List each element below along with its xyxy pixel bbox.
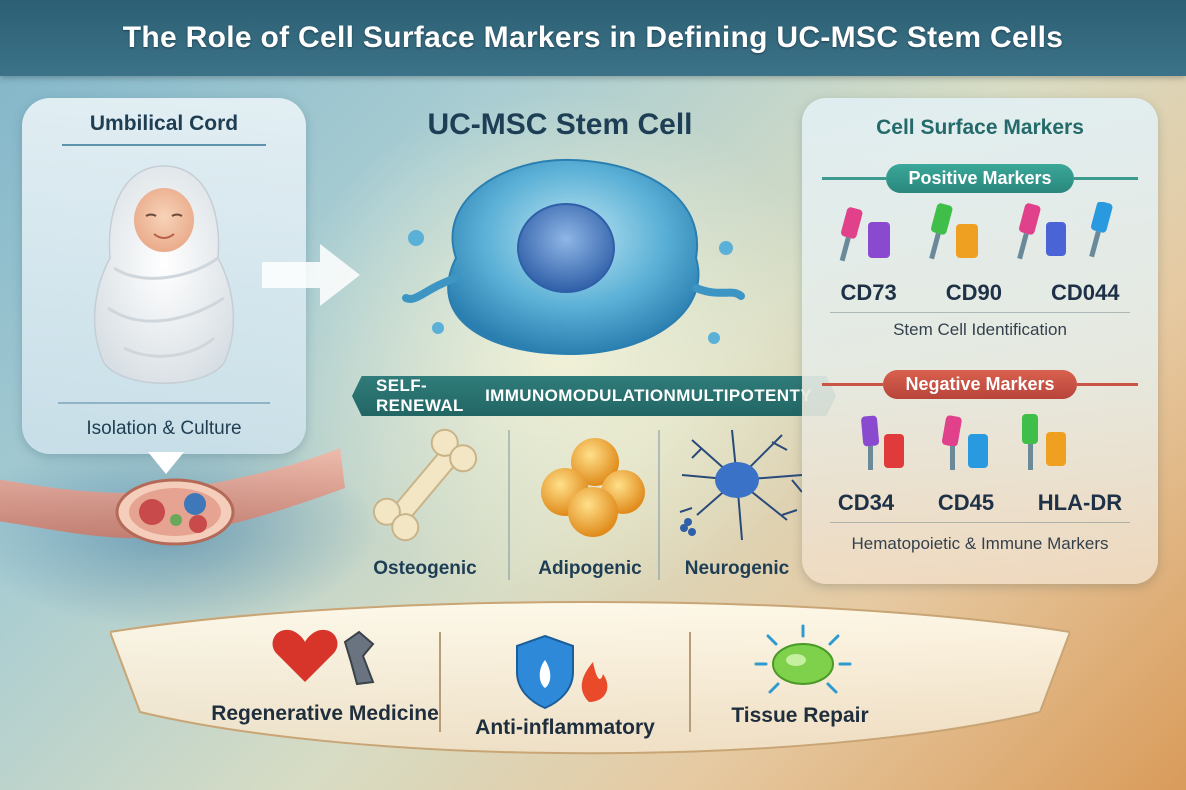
- adipogenic-item: Adipogenic: [515, 420, 665, 590]
- marker-cd34-icon: [861, 415, 904, 470]
- divider: [62, 144, 266, 146]
- positive-markers-header: Positive Markers: [822, 162, 1139, 194]
- tissue-repair-item: Tissue Repair: [700, 592, 900, 762]
- repair-cell-icon: [754, 624, 852, 694]
- osteogenic-label: Osteogenic: [373, 558, 477, 579]
- negative-marker-icons: [861, 414, 1066, 470]
- stem-cell-icon: [402, 158, 745, 356]
- negative-markers-caption: Hematopoietic & Immune Markers: [851, 534, 1109, 553]
- positive-markers-pill: Positive Markers: [886, 163, 1074, 193]
- umbilical-cord-cross-section-icon: [0, 448, 345, 546]
- divider: [1073, 176, 1139, 180]
- marker-cd45-icon: [941, 415, 988, 470]
- shield-flame-icon: [516, 634, 608, 710]
- marker-hla-dr-icon: [1022, 414, 1066, 470]
- divider: [1076, 382, 1138, 386]
- divider: [822, 382, 884, 386]
- divider: [58, 402, 270, 404]
- stem-cell-title: UC-MSC Stem Cell: [427, 108, 693, 141]
- stem-cell-properties-banner: SELF-RENEWAL IMMUNOMODULATION MULTIPOTEN…: [352, 376, 836, 416]
- down-arrow-icon: [148, 452, 184, 474]
- heart-and-joint-icon: [272, 629, 375, 686]
- neurogenic-label: Neurogenic: [684, 558, 790, 579]
- bone-icon: [372, 428, 478, 542]
- divider: [830, 312, 1130, 313]
- title-bar: The Role of Cell Surface Markers in Defi…: [0, 0, 1186, 76]
- applications-arc: Regenerative Medicine Anti-inflammatory …: [110, 592, 1070, 762]
- osteogenic-item: Osteogenic: [350, 420, 500, 590]
- neuron-icon: [679, 429, 803, 541]
- marker-cd34: CD34: [837, 490, 895, 515]
- divider: [508, 430, 510, 580]
- negative-markers-pill: Negative Markers: [883, 369, 1077, 399]
- positive-markers-caption: Stem Cell Identification: [893, 320, 1067, 339]
- differentiation-area: Osteogenic Adipogenic: [350, 420, 810, 590]
- divider: [830, 522, 1130, 523]
- positive-marker-icons: [839, 202, 1113, 262]
- markers-title: Cell Surface Markers: [876, 116, 1084, 139]
- neurogenic-item: Neurogenic: [662, 420, 812, 590]
- right-arrow-icon: [262, 244, 360, 306]
- regenerative-medicine-label: Regenerative Medicine: [211, 702, 439, 725]
- divider: [658, 430, 660, 580]
- marker-cd73: CD73: [840, 280, 897, 305]
- property-multipotenty: MULTIPOTENTY: [676, 386, 812, 405]
- marker-cd90: CD90: [945, 280, 1002, 305]
- marker-cd044-icon: [1017, 202, 1113, 260]
- marker-cd73-icon: [839, 207, 890, 262]
- marker-cd45: CD45: [937, 490, 995, 515]
- property-self-renewal: SELF-RENEWAL: [376, 376, 464, 415]
- marker-cd044: CD044: [1051, 280, 1120, 305]
- anti-inflammatory-item: Anti-inflammatory: [455, 592, 675, 762]
- divider: [822, 176, 887, 180]
- adipogenic-label: Adipogenic: [538, 558, 642, 579]
- page-title: The Role of Cell Surface Markers in Defi…: [122, 21, 1064, 54]
- regenerative-medicine-item: Regenerative Medicine: [210, 592, 440, 762]
- property-immunomodulation: IMMUNOMODULATION: [485, 386, 677, 405]
- umbilical-cord-title: Umbilical Cord: [89, 112, 239, 135]
- marker-hla-dr: HLA-DR: [1037, 490, 1123, 515]
- negative-markers-header: Negative Markers: [822, 368, 1138, 400]
- tissue-repair-label: Tissue Repair: [731, 704, 869, 727]
- anti-inflammatory-label: Anti-inflammatory: [475, 716, 655, 739]
- umbilical-cord-panel: Umbilical Cord Isolation & Culture: [22, 98, 306, 454]
- negative-marker-names: CD34 CD45 HLA-DR: [816, 490, 1144, 516]
- newborn-baby-icon: [93, 165, 235, 384]
- positive-marker-names: CD73 CD90 CD044: [816, 280, 1144, 306]
- fat-cells-icon: [541, 438, 645, 537]
- marker-cd90-icon: [929, 203, 978, 260]
- isolation-culture-label: Isolation & Culture: [86, 418, 242, 439]
- cell-surface-markers-panel: Cell Surface Markers Positive Markers CD…: [802, 98, 1158, 584]
